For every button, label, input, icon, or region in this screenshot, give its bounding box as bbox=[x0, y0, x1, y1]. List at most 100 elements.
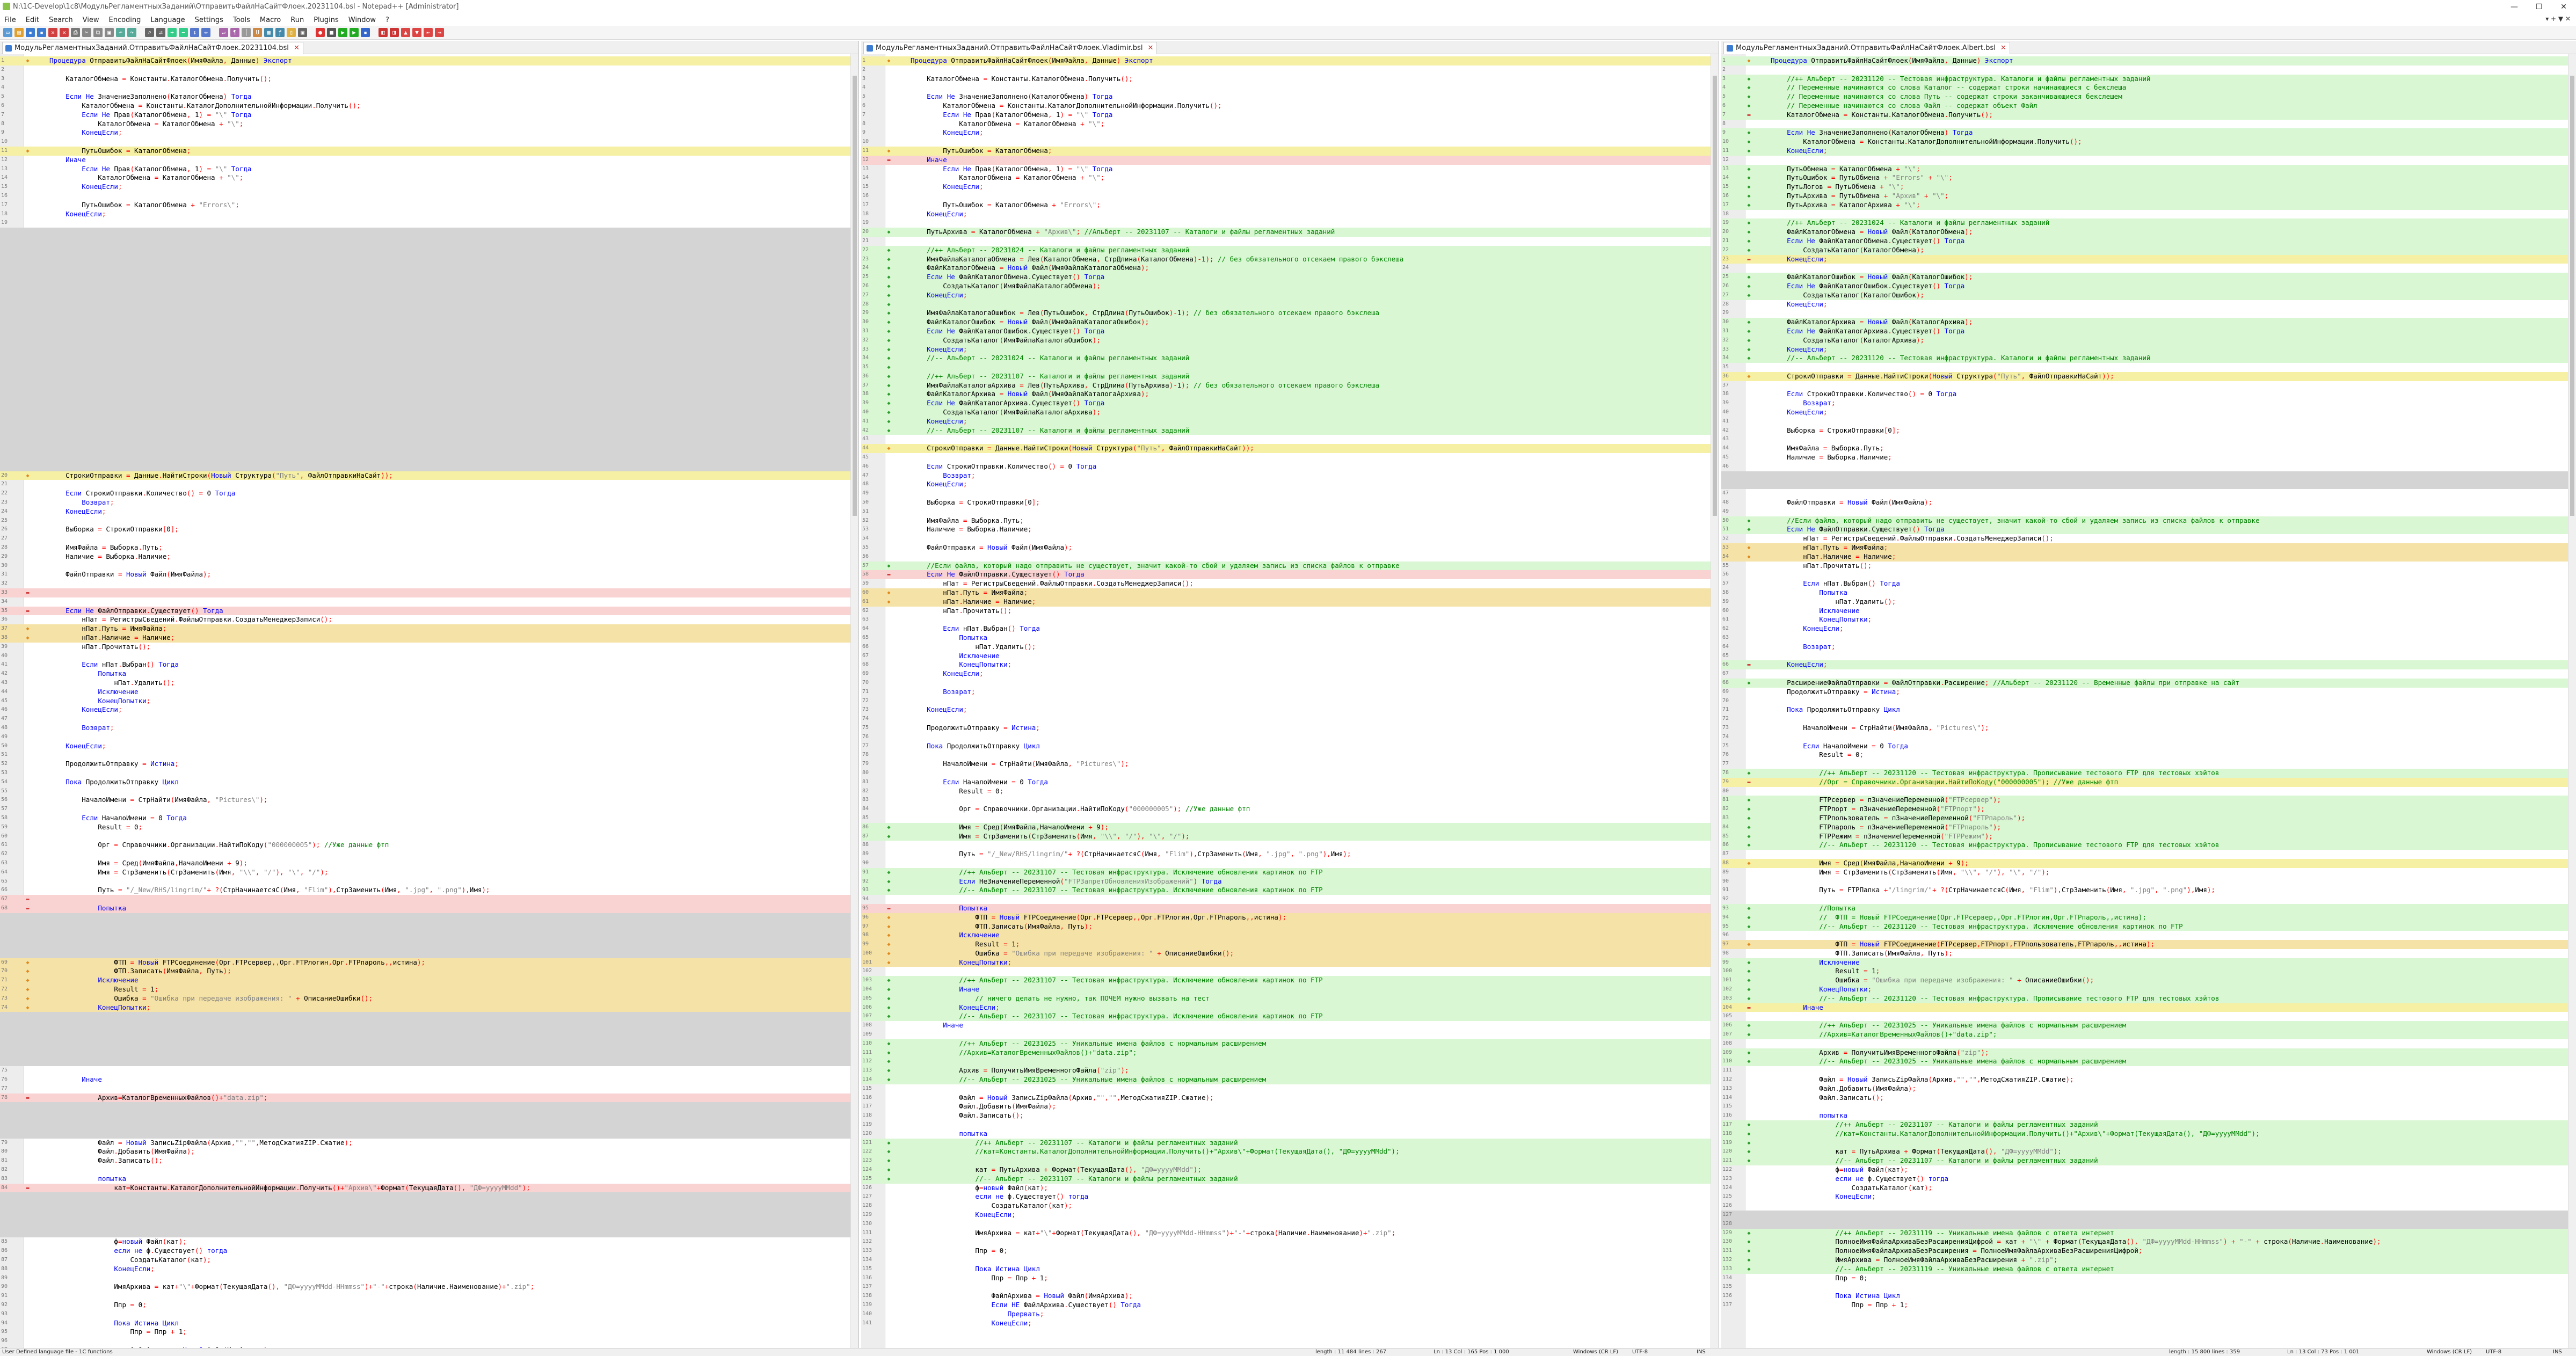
code-line[interactable]: 38◆ нПат.Наличие = Наличие; bbox=[0, 633, 851, 643]
diff-filler-line[interactable] bbox=[0, 417, 851, 426]
code-line[interactable]: 49 bbox=[1721, 507, 2568, 516]
code-line[interactable]: 128 СоздатьКаталог(кат); bbox=[861, 1201, 1711, 1211]
code-line[interactable]: 51 bbox=[861, 507, 1711, 516]
code-area-right[interactable]: 1◆Процедура ОтправитьФайлНаСайтФлоек(Имя… bbox=[1721, 54, 2576, 1348]
code-line[interactable]: 23 Возврат; bbox=[0, 498, 851, 507]
code-line[interactable]: 9◆ Если Не ЗначениеЗаполнено(КаталогОбме… bbox=[1721, 128, 2568, 138]
menu-item-run[interactable]: Run bbox=[290, 16, 304, 24]
code-line[interactable]: 139 Если НЕ ФайлАрхива.Существует() Тогд… bbox=[861, 1301, 1711, 1310]
diff-filler-line[interactable] bbox=[0, 426, 851, 435]
code-line[interactable]: 100◆ Result = 1; bbox=[1721, 967, 2568, 976]
file-tab-right[interactable]: МодульРегламентныхЗаданий.ОтправитьФайлН… bbox=[1723, 42, 2010, 54]
paste-icon[interactable]: ▣ bbox=[105, 28, 114, 37]
copy-icon[interactable]: ⧉ bbox=[93, 28, 103, 37]
code-line[interactable]: 64 Возврат; bbox=[1721, 643, 2568, 652]
code-line[interactable]: 116 попытка bbox=[1721, 1111, 2568, 1120]
code-line[interactable]: 67 Исключение bbox=[861, 652, 1711, 661]
code-line[interactable]: 47 bbox=[1721, 489, 2568, 498]
code-line[interactable]: 69 КонецЕсли; bbox=[861, 669, 1711, 679]
code-line[interactable]: 78 bbox=[861, 750, 1711, 760]
code-line[interactable]: 71 Пока ПродолжитьОтправку Цикл bbox=[1721, 705, 2568, 715]
code-line[interactable]: 8 КаталогОбмена = КаталогОбмена + "\"; bbox=[0, 120, 851, 129]
code-line[interactable]: 122◆ //кат=Константы.КаталогДополнительн… bbox=[861, 1147, 1711, 1157]
code-line[interactable]: 78▬ Архив=КаталогВременныхФайлов()+"data… bbox=[0, 1093, 851, 1103]
diff-filler-line[interactable] bbox=[0, 300, 851, 309]
code-line[interactable]: 73 КонецЕсли; bbox=[861, 705, 1711, 715]
code-line[interactable]: 31◆ Если Не ФайлКаталогОшибок.Существует… bbox=[861, 326, 1711, 336]
code-line[interactable]: 70◆ ФТП.Записать(ИмяФайла, Путь); bbox=[0, 967, 851, 976]
replace-icon[interactable]: ⇄ bbox=[156, 28, 165, 37]
diff-filler-line[interactable] bbox=[0, 1192, 851, 1202]
code-line[interactable]: 31 ФайлОтправки = Новый Файл(ИмяФайла); bbox=[0, 570, 851, 579]
code-line[interactable]: 39 нПат.Прочитать(); bbox=[0, 643, 851, 652]
code-line[interactable]: 32 bbox=[0, 579, 851, 588]
code-line[interactable]: 71◆ Исключение bbox=[0, 976, 851, 986]
code-line[interactable]: 59 Result = 0; bbox=[0, 823, 851, 832]
code-line[interactable]: 74 bbox=[1721, 733, 2568, 742]
code-line[interactable]: 87◆ Имя = СтрЗаменить(СтрЗаменить(Имя, "… bbox=[861, 832, 1711, 841]
code-line[interactable]: 96◆ ФТП = Новый FTPСоединение(Орг.FTPсер… bbox=[861, 913, 1711, 922]
code-line[interactable]: 26◆ СоздатьКаталог(ИмяФайлаКаталогаОбмен… bbox=[861, 281, 1711, 291]
code-line[interactable]: 21 bbox=[861, 237, 1711, 246]
code-line[interactable]: 28 ИмяФайла = Выборка.Путь; bbox=[0, 543, 851, 552]
code-line[interactable]: 42 Попытка bbox=[0, 669, 851, 679]
code-line[interactable]: 6 КаталогОбмена = Константы.КаталогДопол… bbox=[0, 101, 851, 111]
code-line[interactable]: 105 bbox=[1721, 1012, 2568, 1021]
code-line[interactable]: 9 КонецЕсли; bbox=[0, 128, 851, 137]
code-line[interactable]: 83 попытка bbox=[0, 1175, 851, 1184]
menu-item-language[interactable]: Language bbox=[150, 16, 185, 24]
code-line[interactable]: 33◆ КонецЕсли; bbox=[861, 345, 1711, 354]
code-line[interactable]: 7▬ КаталогОбмена = Константы.КаталогОбме… bbox=[1721, 110, 2568, 120]
zoom-in-icon[interactable]: + bbox=[168, 28, 177, 37]
code-line[interactable]: 112 Файл = Новый ЗаписьZipФайла(Архив,""… bbox=[1721, 1075, 2568, 1084]
code-line[interactable]: 84▬ кат=Константы.КаталогДополнительнойИ… bbox=[0, 1183, 851, 1193]
code-line[interactable]: 55 ФайлОтправки = Новый Файл(ИмяФайла); bbox=[861, 543, 1711, 552]
code-line[interactable]: 41 bbox=[1721, 417, 2568, 426]
code-line[interactable]: 80 Файл.Добавить(ИмяФайла); bbox=[0, 1147, 851, 1156]
code-line[interactable]: 48 Возврат; bbox=[0, 724, 851, 733]
code-line[interactable]: 20◆ ПутьАрхива = КаталогОбмена + "Архив\… bbox=[861, 228, 1711, 237]
code-line[interactable]: 42◆ //-- Альберт -- 20231107 -- Каталоги… bbox=[861, 426, 1711, 435]
code-line[interactable]: 57 Если нПат.Выбран() Тогда bbox=[1721, 579, 2568, 588]
vertical-scrollbar[interactable] bbox=[2568, 54, 2576, 1348]
code-line[interactable]: 24◆ ФайлКаталогОбмена = Новый Файл(ИмяФа… bbox=[861, 264, 1711, 273]
next-diff-icon[interactable]: ▼ bbox=[412, 28, 421, 37]
code-line[interactable]: 16◆ ПутьАрхива = ПутьОбмена + "Архив" + … bbox=[1721, 191, 2568, 201]
code-line[interactable]: 43 нПат.Удалить(); bbox=[0, 679, 851, 688]
code-line[interactable]: 49 bbox=[0, 733, 851, 742]
new-icon[interactable]: ▭ bbox=[3, 28, 12, 37]
code-line[interactable]: 72 bbox=[1721, 715, 2568, 724]
code-line[interactable]: 89 bbox=[0, 1274, 851, 1283]
code-line[interactable]: 90 bbox=[861, 859, 1711, 868]
code-line[interactable]: 105◆ // ничего делать не нужно, так ПОЧЕ… bbox=[861, 994, 1711, 1003]
code-line[interactable]: 29◆ ИмяФайлаКаталогаОшибок = Лев(ПутьОши… bbox=[861, 309, 1711, 318]
code-line[interactable]: 9 КонецЕсли; bbox=[861, 128, 1711, 137]
code-line[interactable]: 79 Файл = Новый ЗаписьZipФайла(Архив,"",… bbox=[0, 1139, 851, 1148]
code-line[interactable]: 65 Попытка bbox=[861, 633, 1711, 643]
func-list-icon[interactable]: ƒ bbox=[275, 28, 285, 37]
code-line[interactable]: 12 Иначе bbox=[0, 156, 851, 165]
diff-filler-line[interactable] bbox=[0, 336, 851, 345]
code-line[interactable]: 93 bbox=[0, 1310, 851, 1319]
folder-icon[interactable]: ▯ bbox=[287, 28, 296, 37]
code-line[interactable]: 124◆ кат = ПутьАрхива + Формат(ТекущаяДа… bbox=[861, 1165, 1711, 1175]
save-all-icon[interactable]: ▪ bbox=[37, 28, 46, 37]
diff-filler-line[interactable] bbox=[0, 931, 851, 941]
vertical-scrollbar[interactable] bbox=[1711, 54, 1719, 1348]
scroll-thumb[interactable] bbox=[2570, 76, 2574, 516]
diff-filler-line[interactable] bbox=[1721, 480, 2568, 490]
code-line[interactable]: 11◆ КонецЕсли; bbox=[1721, 146, 2568, 156]
code-line[interactable]: 54◆ нПат.Наличие = Наличие; bbox=[1721, 552, 2568, 562]
save-icon[interactable]: ▪ bbox=[26, 28, 35, 37]
code-line[interactable]: 87 bbox=[1721, 850, 2568, 859]
diff-filler-line[interactable] bbox=[0, 281, 851, 291]
diff-filler-line[interactable] bbox=[0, 245, 851, 255]
code-line[interactable]: 104◆ Иначе bbox=[861, 985, 1711, 994]
code-line[interactable]: 13◆ ПутьОбмена = КаталогОбмена + "\"; bbox=[1721, 164, 2568, 174]
code-line[interactable]: 87 СоздатьКаталог(кат); bbox=[0, 1256, 851, 1265]
prev-diff-icon[interactable]: ▲ bbox=[401, 28, 410, 37]
code-line[interactable]: 131 ИмяАрхива = кат+"\"+Формат(ТекущаяДа… bbox=[861, 1229, 1711, 1238]
code-line[interactable]: 5◆ // Переменные начинаются со слова Пут… bbox=[1721, 92, 2568, 101]
code-line[interactable]: 85◆ FTPРежим = пЗначениеПеременной("FTPР… bbox=[1721, 832, 2568, 841]
diff-filler-line[interactable] bbox=[0, 1102, 851, 1112]
